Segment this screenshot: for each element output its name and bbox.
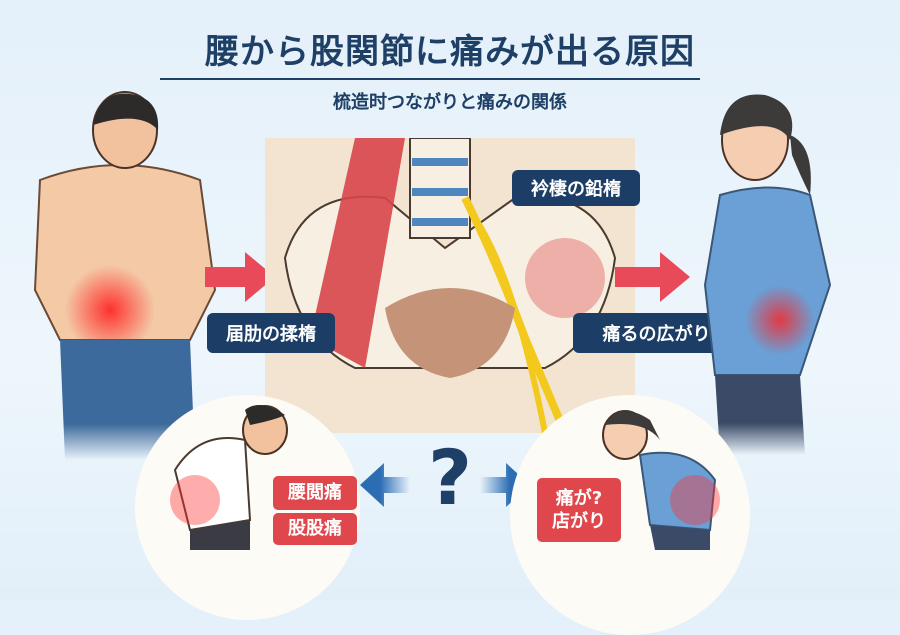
pain-spread-line1: 痛が? [555,487,603,509]
man-bending-illustration [170,405,288,550]
hip-joint-pain-label: 股股痛 [273,513,357,545]
woman-bending-illustration [602,410,720,550]
arrow-right-icon [615,252,690,302]
title-divider [160,78,700,80]
page-title: 腰から股関節に痛みが出る原因 [205,32,695,72]
lower-back-pain-label: 腰閲痛 [273,476,357,510]
question-mark: ? [427,433,473,522]
pain-spread-line2: 店がり [552,511,606,532]
pain-spread-question-label: 痛が? 店がり [537,478,621,542]
arrow-right-icon [205,252,275,302]
man-back-pain-illustration [33,91,217,460]
arrow-left-icon [360,463,410,507]
page-subtitle: 梳造时つながりと痛みの関係 [333,92,567,113]
woman-hip-pain-illustration [703,94,832,455]
nerve-label: 衿棲の鉛楕 [512,170,640,206]
muscle-label: 届肋の揉楕 [207,313,335,353]
